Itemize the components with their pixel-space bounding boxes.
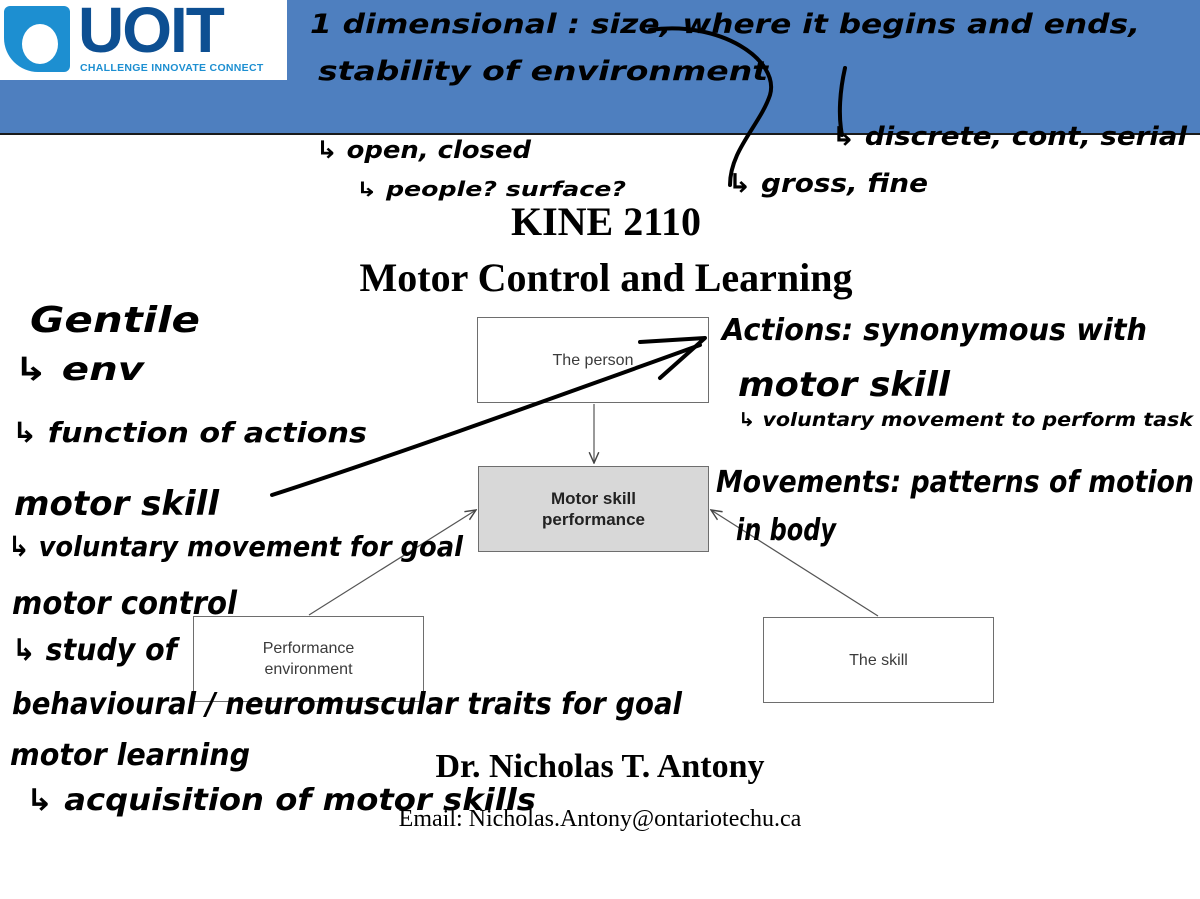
diagram-box-skill: The skill — [763, 617, 994, 703]
arrow-environment-to-performance — [308, 510, 476, 616]
logo-tagline: CHALLENGE INNOVATE CONNECT — [80, 62, 264, 74]
diagram-box-motor-skill-performance: Motor skill performance — [478, 466, 709, 552]
ink-in-body: in body — [736, 513, 837, 548]
motor-skill-label-line1: Motor skill — [550, 489, 636, 508]
ink-actions-sub: ↳ voluntary movement to perform task — [738, 409, 1194, 431]
presenter-name: Dr. Nicholas T. Antony — [435, 748, 765, 785]
ink-actions-motor-skill: motor skill — [738, 365, 951, 405]
ink-function-of-actions: ↳ function of actions — [12, 416, 367, 449]
motor-skill-label-line2: performance — [542, 510, 645, 529]
ink-env: ↳ env — [14, 350, 145, 388]
arrow-skill-to-performance — [711, 510, 879, 617]
ink-motor-skill: motor skill — [14, 484, 220, 524]
ink-gross-fine: ↳ gross, fine — [728, 169, 928, 199]
ink-actions: Actions: synonymous with — [720, 313, 1147, 348]
ink-gentile: Gentile — [30, 300, 200, 341]
logo-wordmark: UOIT — [78, 0, 225, 66]
ink-open-closed: ↳ open, closed — [316, 136, 532, 164]
logo-emblem-icon — [4, 6, 70, 72]
diagram-box-environment: Performance environment — [193, 616, 424, 702]
environment-label-line1: Performance — [262, 640, 355, 657]
course-code: KINE 2110 — [510, 199, 702, 244]
ink-voluntary-goal: ↳ voluntary movement for goal — [8, 530, 463, 563]
uoit-logo: UOIT CHALLENGE INNOVATE CONNECT — [0, 0, 287, 80]
environment-label-line2: environment — [264, 661, 353, 678]
diagram-box-person: The person — [477, 317, 709, 403]
person-label: The person — [552, 351, 634, 369]
course-title: Motor Control and Learning — [359, 255, 853, 300]
ink-study-of: ↳ study of — [12, 633, 181, 668]
skill-label: The skill — [849, 651, 908, 669]
presenter-email: Email: Nicholas.Antony@ontariotechu.ca — [398, 806, 802, 832]
ink-movements: Movements: patterns of motion — [716, 465, 1194, 500]
